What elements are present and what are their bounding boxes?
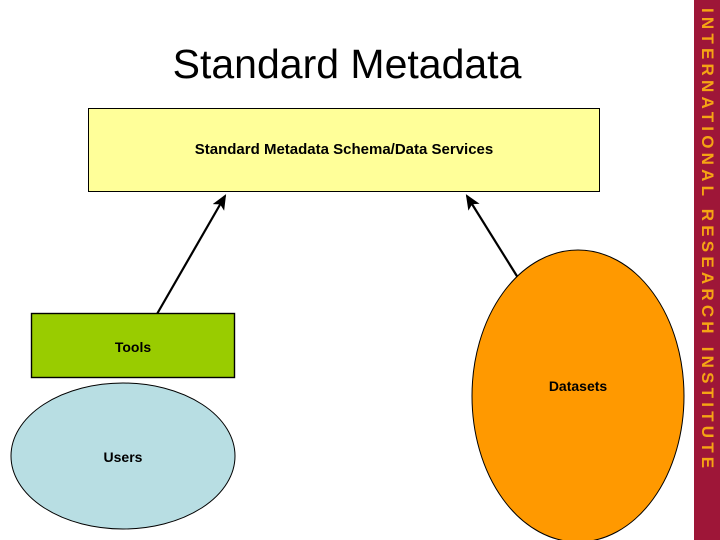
institute-banner: INTERNATIONAL RESEARCH INSTITUTE	[694, 0, 720, 540]
users-ellipse-shape[interactable]	[10, 382, 236, 530]
datasets-ellipse-shape[interactable]	[471, 249, 685, 540]
connector-tools-to-schema	[156, 194, 227, 315]
page-title: Standard Metadata	[172, 41, 522, 87]
schema-box-shape[interactable]	[88, 108, 600, 192]
tools-box-shape[interactable]	[30, 312, 236, 379]
datasets-ellipse-label: Datasets	[548, 378, 608, 394]
tools-box-label: Tools	[114, 339, 152, 355]
institute-banner-label: INTERNATIONAL RESEARCH INSTITUTE	[698, 8, 717, 473]
schema-box-label: Standard Metadata Schema/Data Services	[194, 141, 494, 158]
connector-datasets-to-schema	[465, 194, 521, 282]
users-ellipse-label: Users	[103, 449, 143, 465]
